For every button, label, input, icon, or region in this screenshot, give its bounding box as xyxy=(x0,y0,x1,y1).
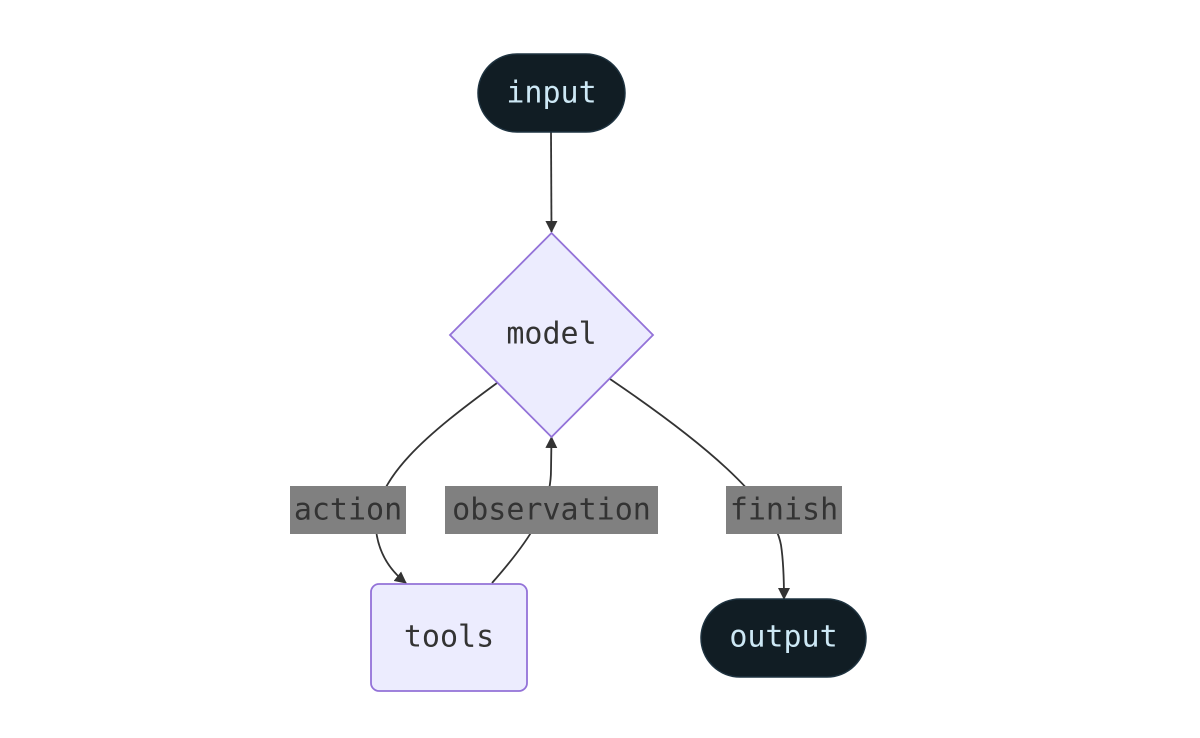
node-model-shape xyxy=(448,231,655,439)
edge-input-to-model xyxy=(545,130,558,233)
node-model[interactable]: model xyxy=(448,231,655,439)
edge-label-action: action xyxy=(290,486,406,534)
edge-action xyxy=(374,382,498,584)
node-input[interactable]: input xyxy=(477,53,626,133)
node-output-label: output xyxy=(729,620,837,655)
node-input-label: input xyxy=(506,76,596,111)
edge-label-observation-text: observation xyxy=(452,493,651,528)
node-model-label: model xyxy=(506,317,596,352)
node-tools[interactable]: tools xyxy=(370,583,528,692)
node-output-shape xyxy=(700,598,867,678)
edge-label-finish: finish xyxy=(726,486,842,534)
node-input-shape xyxy=(477,53,626,133)
node-tools-label: tools xyxy=(404,620,494,655)
node-output[interactable]: output xyxy=(700,598,867,678)
edge-label-action-bg xyxy=(290,486,406,534)
node-tools-shape xyxy=(370,583,528,692)
edge-label-action-text: action xyxy=(294,493,402,528)
edge-label-observation: observation xyxy=(445,486,658,534)
edge-label-finish-text: finish xyxy=(730,493,838,528)
edge-label-finish-bg xyxy=(726,486,842,534)
edge-label-observation-bg xyxy=(445,486,658,534)
